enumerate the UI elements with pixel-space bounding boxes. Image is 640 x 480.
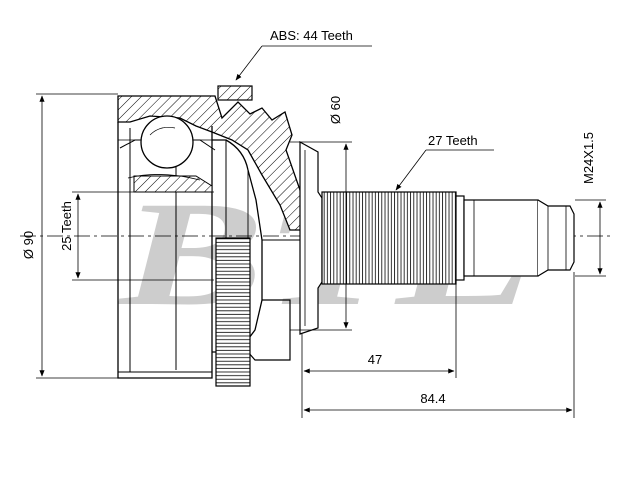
spline-shaft xyxy=(321,191,457,285)
dimension-inner-teeth: 25 Teeth xyxy=(59,191,214,281)
abs-teeth-label: ABS: 44 Teeth xyxy=(270,28,353,43)
dimension-bell-diameter: Ø 60 xyxy=(290,96,352,331)
threaded-tip xyxy=(537,199,575,277)
leader-spline-teeth: 27 Teeth xyxy=(395,133,494,191)
abs-ring xyxy=(215,237,251,387)
spline-teeth-label: 27 Teeth xyxy=(428,133,478,148)
outer-housing xyxy=(117,85,306,379)
dimension-shaft-length: 47 xyxy=(301,282,457,418)
outer-diameter-label: Ø 90 xyxy=(21,231,36,259)
thread-label: M24X1.5 xyxy=(581,132,596,184)
dimension-total-length: 84.4 xyxy=(303,272,575,418)
shaft-journal xyxy=(455,195,539,281)
leader-abs-teeth: ABS: 44 Teeth xyxy=(235,28,372,81)
dimension-outer-diameter: Ø 90 xyxy=(21,93,118,379)
bell-diameter-label: Ø 60 xyxy=(328,96,343,124)
dimension-thread: M24X1.5 xyxy=(575,132,606,277)
shaft-length-label: 47 xyxy=(368,352,382,367)
inner-teeth-label: 25 Teeth xyxy=(59,201,74,251)
total-length-label: 84.4 xyxy=(420,391,445,406)
